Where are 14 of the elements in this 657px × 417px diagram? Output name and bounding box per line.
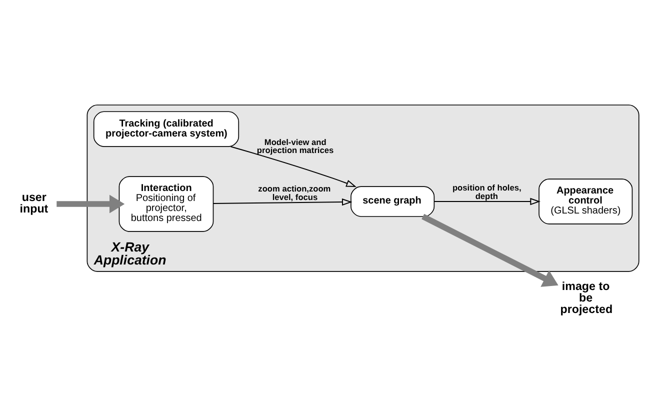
arrow — [434, 197, 541, 205]
node-text: image to be projected — [560, 279, 613, 316]
node-box: Interaction Positioning of projector, buttons pressed — [118, 176, 214, 232]
node-box: Appearance control (GLSL shaders) — [538, 178, 633, 224]
node-text: user input — [20, 190, 48, 215]
edge-label: Model-view and projection matrices — [256, 136, 334, 155]
arrow — [56, 194, 125, 213]
arrow — [422, 213, 558, 286]
node-box: scene graph — [350, 186, 435, 216]
edge-label: position of holes, depth — [452, 182, 522, 201]
node-box: Tracking (calibrated projector-camera system) — [93, 110, 240, 146]
edge-label: zoom action,zoom level, focus — [258, 183, 331, 202]
arrow — [212, 198, 352, 206]
arrow — [230, 146, 356, 186]
